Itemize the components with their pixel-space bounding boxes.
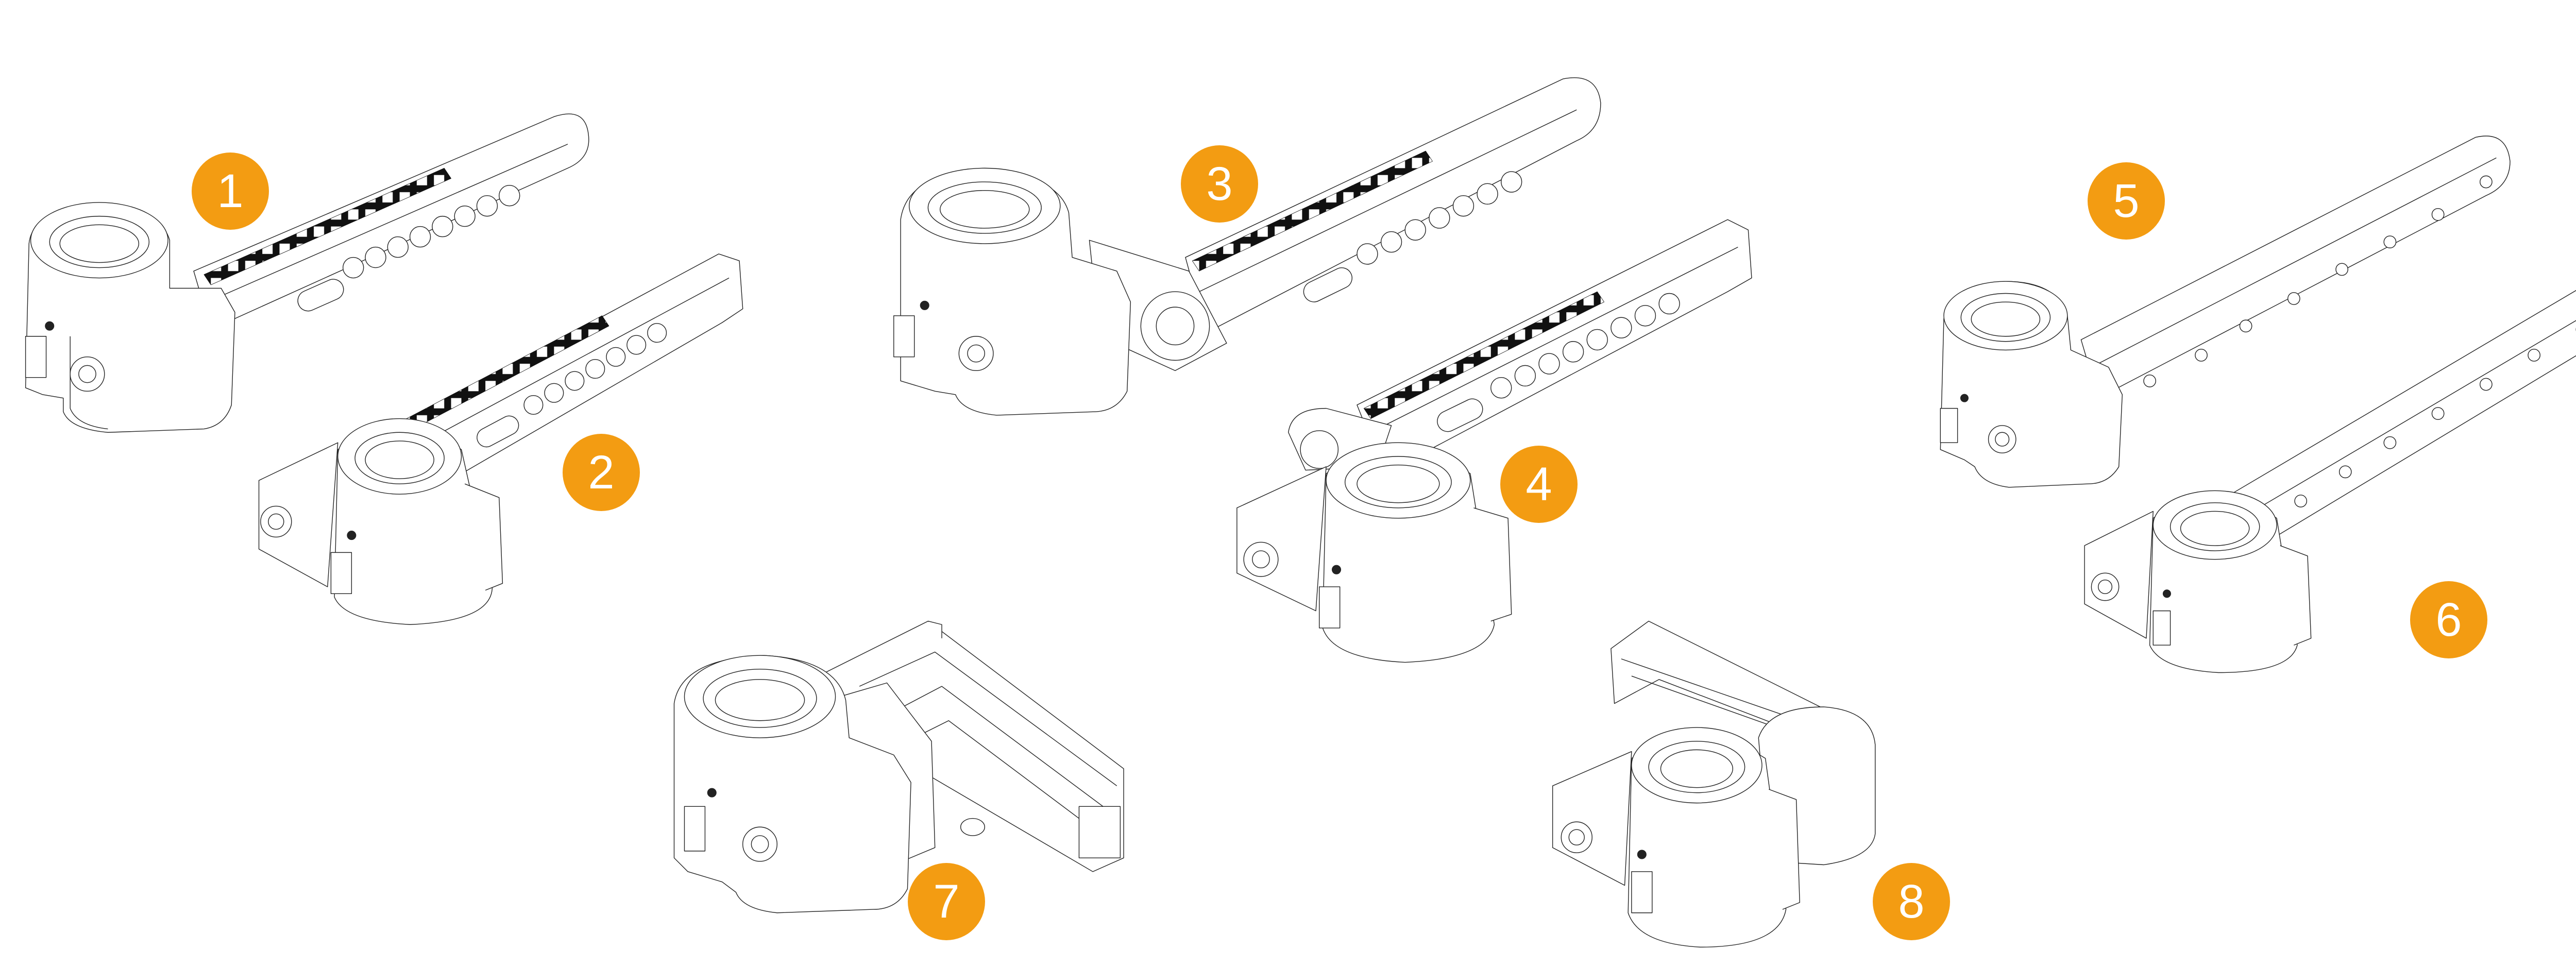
- part-1-clamp-graduated-arm: [26, 114, 589, 432]
- part-3-clamp-hinged-graduated-arm: [894, 78, 1601, 415]
- callout-1: 1: [192, 152, 269, 230]
- callout-2: 2: [563, 434, 640, 511]
- callout-7: 7: [908, 863, 985, 940]
- part-6-cup-clamp-perforated-bar: [2084, 285, 2576, 673]
- part-5-clamp-perforated-bar: [1940, 136, 2510, 487]
- part-4-cup-clamp-hinged-graduated-arm: [1237, 219, 1752, 662]
- callout-5: 5: [2088, 162, 2165, 240]
- part-7-clamp-rail-adapter: [674, 621, 1124, 913]
- part-8-cup-clamp-rail-adapter: [1553, 621, 1875, 947]
- part-2-cup-clamp-graduated-arm: [259, 254, 743, 624]
- callout-3: 3: [1181, 145, 1258, 223]
- callout-8: 8: [1873, 863, 1950, 940]
- callout-6: 6: [2410, 581, 2487, 658]
- callout-4: 4: [1500, 446, 1578, 523]
